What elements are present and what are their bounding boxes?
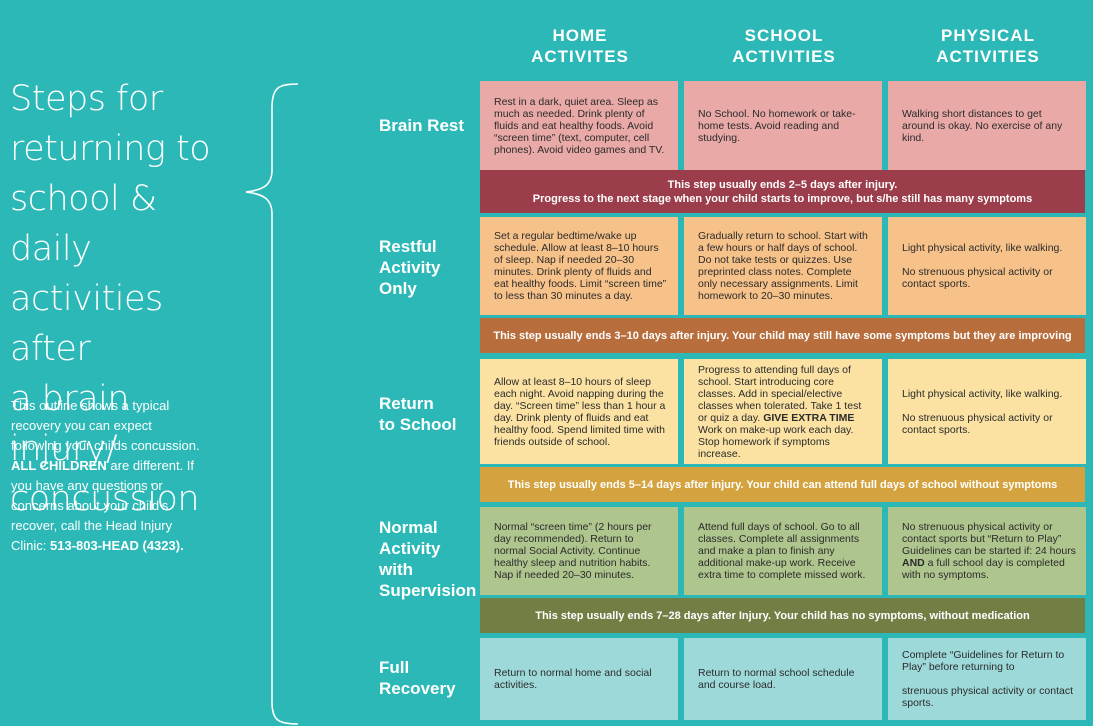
curly-brace-icon <box>245 83 299 725</box>
clinic-phone: 513-803-HEAD (4323). <box>50 538 184 553</box>
cell-restful-physical: Light physical activity, like walking. N… <box>888 217 1086 315</box>
band-normal: This step usually ends 7–28 days after I… <box>480 598 1085 633</box>
cell-normal-home: Normal “screen time” (2 hours per day re… <box>480 507 678 595</box>
cell-brain-rest-home: Rest in a dark, quiet area. Sleep as muc… <box>480 81 678 170</box>
row-label-restful-activity: Restful Activity Only <box>379 237 441 298</box>
cell-restful-home: Set a regular bedtime/wake up schedule. … <box>480 217 678 315</box>
row-label-brain-rest: Brain Rest <box>379 116 465 135</box>
cell-full-school: Return to normal school schedule and cou… <box>684 638 882 720</box>
column-header-physical: PHYSICAL ACTIVITIES <box>936 26 1040 66</box>
cell-full-home: Return to normal home and social activit… <box>480 638 678 720</box>
cell-brain-rest-physical: Walking short distances to get around is… <box>888 81 1086 170</box>
band-brain-rest: This step usually ends 2–5 days after in… <box>480 170 1085 213</box>
column-header-home: HOME ACTIVITES <box>531 26 629 66</box>
intro-text-2: are different. If you have any questions… <box>11 458 195 553</box>
cell-normal-physical: No strenuous physical activity or contac… <box>888 507 1086 595</box>
intro-emphasis-1: ALL CHILDREN <box>11 458 107 473</box>
cell-return-school: Progress to attending full days of schoo… <box>684 359 882 464</box>
band-return: This step usually ends 5–14 days after i… <box>480 467 1085 502</box>
cell-return-home: Allow at least 8–10 hours of sleep each … <box>480 359 678 464</box>
cell-normal-school: Attend full days of school. Go to all cl… <box>684 507 882 595</box>
cell-full-physical: Complete “Guidelines for Return to Play”… <box>888 638 1086 720</box>
intro-description: This outline shows a typical recovery yo… <box>11 396 201 556</box>
cell-return-physical: Light physical activity, like walking. N… <box>888 359 1086 464</box>
row-label-normal-activity: Normal Activity with Supervision <box>379 518 477 600</box>
cell-brain-rest-school: No School. No homework or take-home test… <box>684 81 882 170</box>
band-restful: This step usually ends 3–10 days after i… <box>480 318 1085 353</box>
cell-restful-school: Gradually return to school. Start with a… <box>684 217 882 315</box>
row-label-return-to-school: Return to School <box>379 394 457 434</box>
intro-text-1: This outline shows a typical recovery yo… <box>11 398 200 453</box>
column-header-school: SCHOOL ACTIVITIES <box>732 26 836 66</box>
page-title: Steps for returning to school & daily ac… <box>10 79 211 519</box>
row-label-full-recovery: Full Recovery <box>379 658 456 698</box>
